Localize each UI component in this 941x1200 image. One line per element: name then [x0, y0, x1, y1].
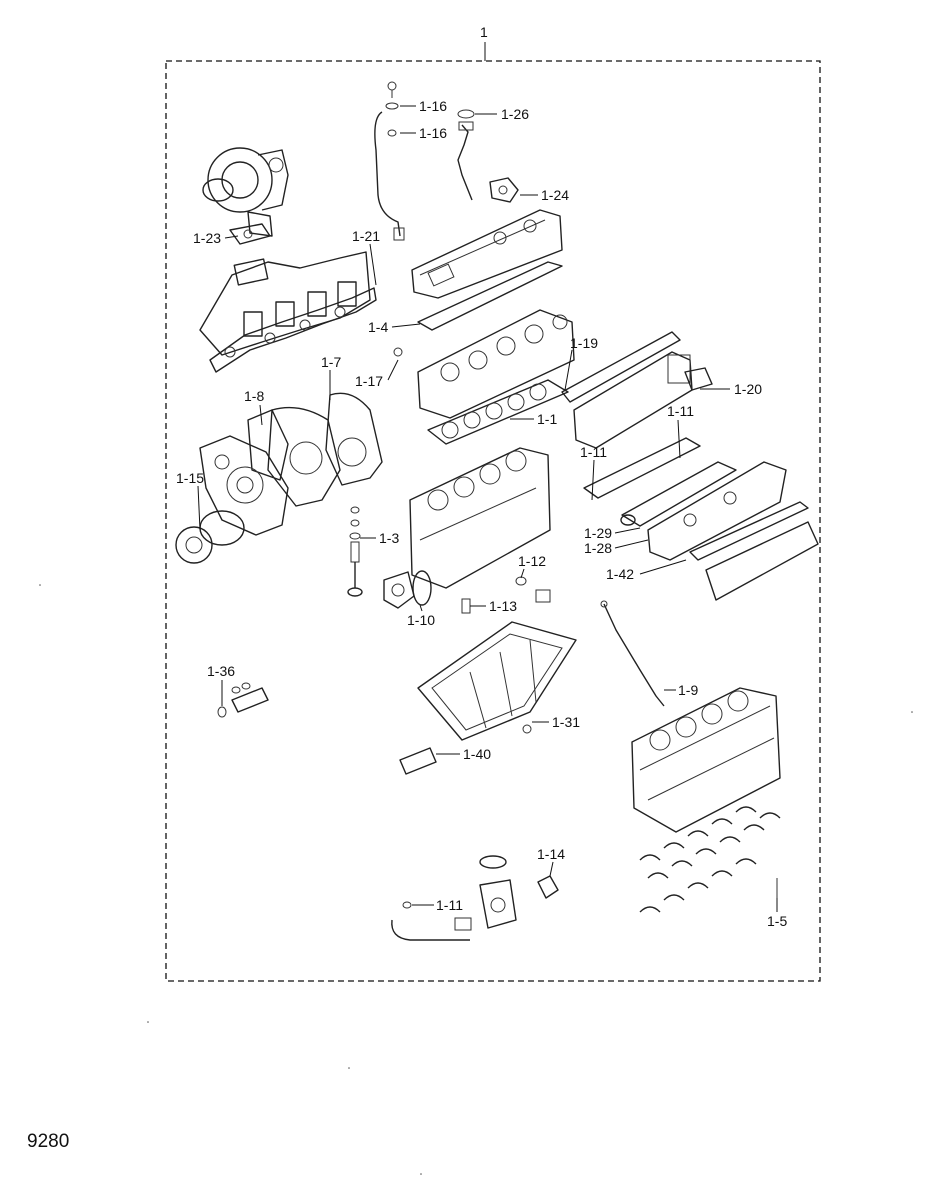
dipstick — [600, 600, 665, 707]
breather-flange-gasket — [489, 177, 519, 203]
callout-1-11-upper: 1-11 — [667, 403, 694, 419]
valve-with-stem-seal — [347, 506, 363, 597]
callout-1-28: 1-28 — [584, 540, 612, 556]
sleeve — [461, 598, 471, 614]
callout-1-29: 1-29 — [584, 525, 612, 541]
crank-pulley-seal — [175, 526, 213, 564]
callout-leaders — [197, 105, 778, 912]
callout-1-24: 1-24 — [541, 187, 569, 203]
callout-1-19: 1-19 — [570, 335, 598, 351]
callout-1-17: 1-17 — [355, 373, 383, 389]
sleeve-40 — [399, 747, 437, 775]
callout-1-3: 1-3 — [379, 530, 399, 546]
injector-seal-set — [217, 682, 269, 718]
callout-1-13: 1-13 — [489, 598, 517, 614]
bypass-hose — [391, 901, 472, 941]
cylinder-head-gasket — [427, 379, 569, 445]
oil-cooler-gasket — [583, 437, 701, 499]
scan-speck — [911, 711, 913, 713]
callout-1-5: 1-5 — [767, 913, 787, 929]
front-seal-ring — [199, 510, 245, 546]
scan-speck — [420, 1173, 422, 1175]
breather-hose — [457, 109, 475, 201]
callout-1-36: 1-36 — [207, 663, 235, 679]
callout-1-11-bottom: 1-11 — [436, 897, 463, 913]
callout-1-15: 1-15 — [176, 470, 204, 486]
main-bearings — [639, 806, 781, 913]
side-cover-gasket — [689, 501, 809, 561]
gasket-kit-boundary — [165, 60, 821, 982]
thermostat-gasket — [537, 875, 559, 899]
timing-case-gasket — [267, 406, 341, 507]
scan-speck — [39, 584, 41, 586]
turbocharger — [202, 147, 289, 237]
rocker-cover-gasket — [417, 261, 563, 331]
callout-1-4: 1-4 — [368, 319, 388, 335]
water-pump-o-ring — [412, 570, 432, 606]
callout-labels: 1-16 1-16 1-26 1-24 1-23 1-21 1-4 1-19 1… — [176, 98, 787, 929]
oil-pan — [417, 621, 577, 741]
timing-gear-case — [199, 435, 289, 536]
oil-cooler-element — [620, 461, 737, 527]
assembly-label: 1 — [480, 24, 488, 40]
callout-1-12: 1-12 — [518, 553, 546, 569]
callout-1-40: 1-40 — [463, 746, 491, 762]
exhaust-manifold — [199, 251, 371, 356]
intake-manifold-gasket — [561, 331, 681, 403]
callout-1-31: 1-31 — [552, 714, 580, 730]
exhaust-manifold-gasket — [209, 287, 377, 373]
thermostat-housing — [479, 855, 517, 929]
callout-1-42: 1-42 — [606, 566, 634, 582]
turbo-gasket — [229, 223, 271, 245]
callout-1-20: 1-20 — [734, 381, 762, 397]
callout-1-11-left: 1-11 — [580, 444, 607, 460]
cylinder-block-upper — [409, 447, 551, 589]
oil-cooler-cover — [647, 461, 787, 561]
drain-plug — [535, 589, 551, 603]
timing-case-plate — [247, 409, 289, 481]
oil-pipe — [374, 81, 405, 241]
cylinder-block-lower — [631, 687, 781, 833]
water-pump — [383, 571, 415, 609]
cylinder-head — [417, 309, 575, 419]
scan-speck — [147, 1021, 149, 1023]
callout-1-1: 1-1 — [537, 411, 557, 427]
callout-1-16-upper: 1-16 — [419, 98, 447, 114]
oil-pan-drain-plug — [522, 724, 532, 734]
scan-speck — [348, 1067, 350, 1069]
callout-1-14: 1-14 — [537, 846, 565, 862]
callout-1-23: 1-23 — [193, 230, 221, 246]
callout-1-16-lower: 1-16 — [419, 125, 447, 141]
callout-1-8: 1-8 — [244, 388, 264, 404]
callout-1-26: 1-26 — [501, 106, 529, 122]
callout-1-21: 1-21 — [352, 228, 380, 244]
page-number: 9280 — [27, 1131, 70, 1152]
drain-plug-washer — [515, 576, 527, 586]
plug — [393, 347, 403, 357]
callout-1-10: 1-10 — [407, 612, 435, 628]
timing-case-gasket-outer — [325, 392, 383, 486]
side-cover — [705, 521, 819, 601]
intake-flange-gasket — [684, 367, 713, 391]
callout-1-9: 1-9 — [678, 682, 698, 698]
callout-1-7: 1-7 — [321, 354, 341, 370]
rocker-cover — [411, 209, 563, 299]
